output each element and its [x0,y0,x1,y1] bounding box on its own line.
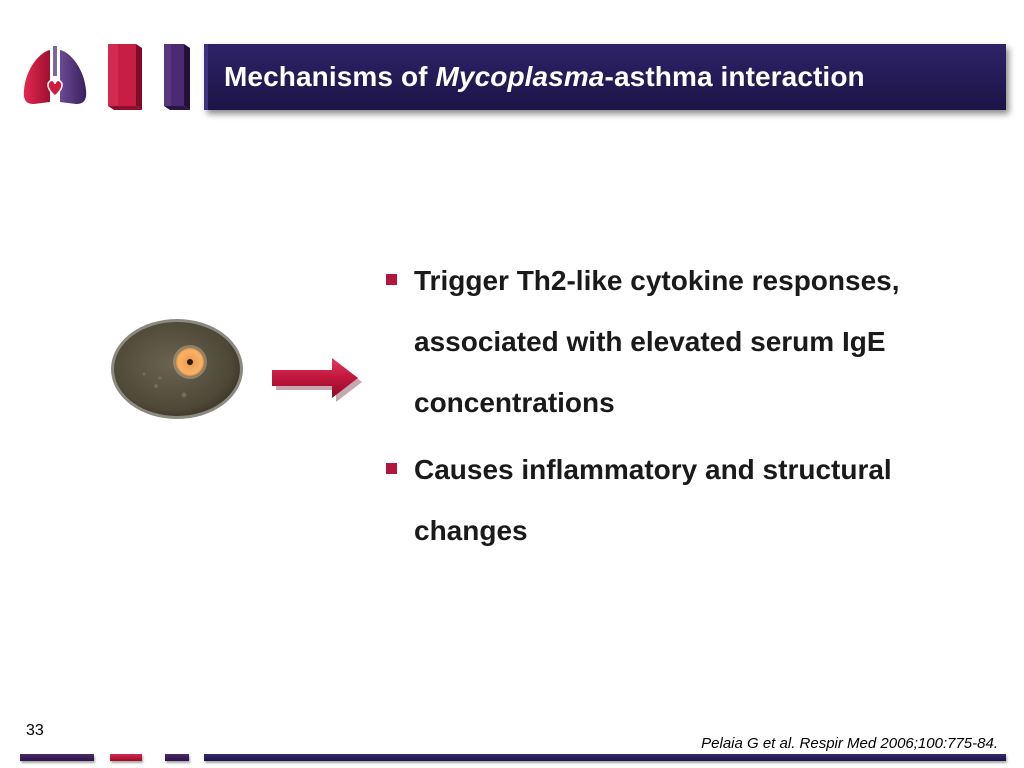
bullet-item: Trigger Th2-like cytokine responses, ass… [382,250,1012,433]
lungs-heart-logo-icon [23,46,87,104]
title-banner: Mechanisms of Mycoplasma-asthma interact… [204,44,1006,110]
red-bar-icon [108,44,142,110]
title-prefix: Mechanisms of [224,61,436,92]
footer-bar-purple-small [165,754,189,761]
bullet-list: Trigger Th2-like cytokine responses, ass… [382,250,1012,567]
footer-bar-red [110,754,142,761]
bullet-item: Causes inflammatory and structural chang… [382,439,1012,561]
bullet-text: Causes inflammatory and structural chang… [414,454,892,546]
bullet-text: Trigger Th2-like cytokine responses, ass… [414,265,900,418]
footer-bar-long [204,754,1006,761]
purple-bar-icon [164,44,190,110]
footer-bar-purple [20,754,94,761]
title-suffix: -asthma interaction [604,61,865,92]
square-bullet-icon [386,274,397,285]
title-italic: Mycoplasma [435,61,605,92]
square-bullet-icon [386,463,397,474]
page-number: 33 [26,722,44,739]
arrow-right-icon [272,358,362,402]
petri-dish-icon [111,319,243,419]
slide-title: Mechanisms of Mycoplasma-asthma interact… [208,61,865,93]
citation: Pelaia G et al. Respir Med 2006;100:775-… [701,735,998,752]
